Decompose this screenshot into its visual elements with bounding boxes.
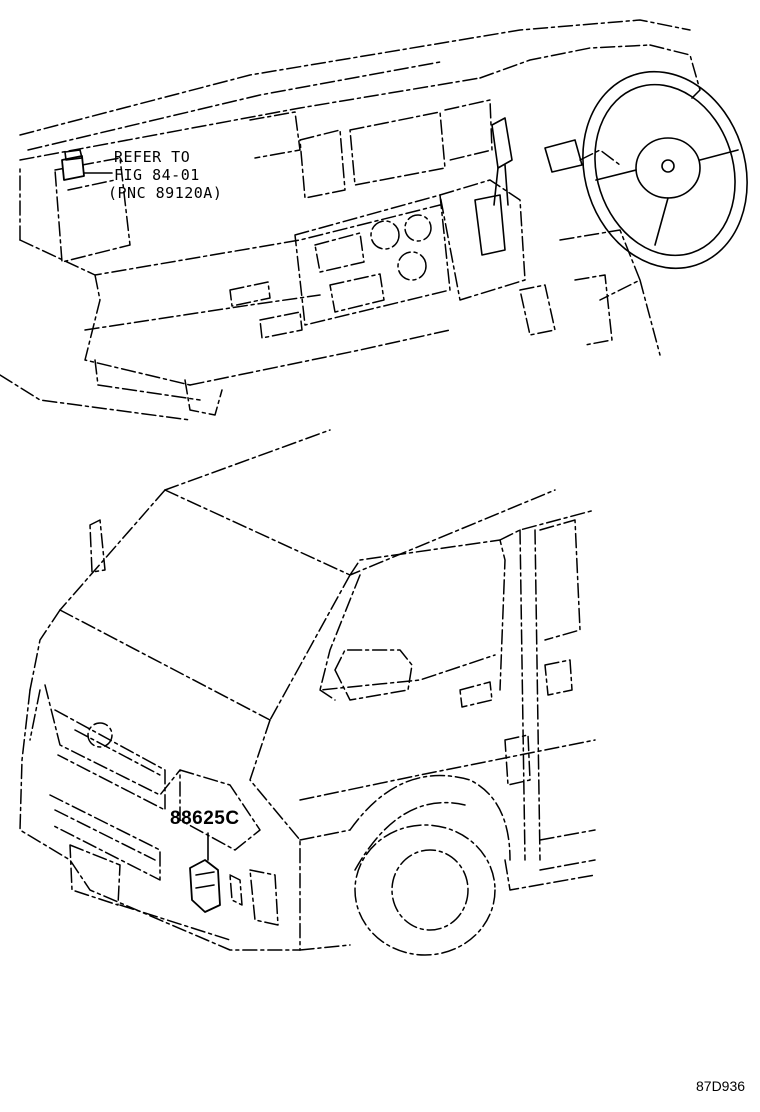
van-illustration (19, 429, 596, 956)
reference-note-line-2: FIG 84-01 (114, 166, 200, 184)
reference-note: REFER TO (114, 148, 190, 166)
reference-note-line-3: (PNC 89120A) (108, 184, 223, 202)
dashboard-illustration (0, 19, 748, 421)
part-number-callout: 88625C (170, 808, 240, 829)
diagram-code: 87D936 (696, 1078, 746, 1094)
reference-note-pnc: (PNC 89120A) (108, 184, 222, 202)
reference-note-fig: FIG 84-01 (114, 166, 200, 184)
reference-note-line-1: REFER TO (114, 148, 191, 166)
